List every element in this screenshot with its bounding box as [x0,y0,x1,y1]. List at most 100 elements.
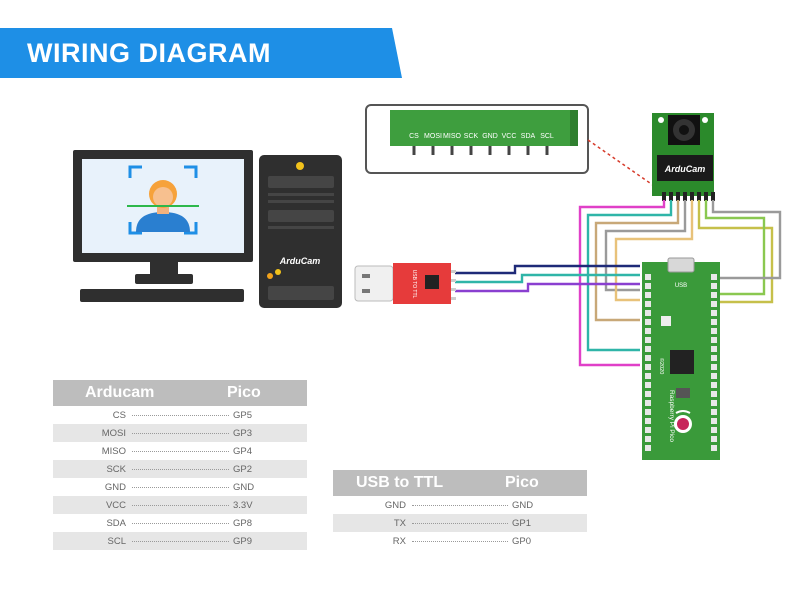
usb-ttl-label: USB TO TTL [411,270,417,299]
table-row: SDA GP8 [53,514,307,532]
wire-ttl-rx [455,282,640,293]
pico-pin-pad [711,346,717,352]
table-row: MISO GP4 [53,442,307,460]
camera-header-pin [662,192,666,201]
connector-pin-leg [431,146,435,155]
connector-pin-label-miso: MISO [443,133,461,140]
pico-pin-pad [645,445,651,451]
wire-miso [594,200,680,322]
raspberry-logo-icon [674,410,692,433]
connector-pin-leg [545,146,549,155]
table-dotted-leader [412,505,508,506]
connector-pin-leg [412,146,416,155]
camera-header-pin [683,192,687,201]
wire-bundle [455,200,782,367]
table-cell-pin: GP4 [233,445,253,457]
pc-brand-label: ArduCam [279,256,321,266]
wire-ttl-gnd [455,264,640,275]
arducam-table-header: Arducam Pico [53,380,307,406]
pico-pin-pad [711,391,717,397]
table-cell-signal: SCK [106,463,126,475]
pico-pin-pad [645,436,651,442]
pico-pin-pad [711,292,717,298]
pc-tower-icon: ArduCam [259,155,342,308]
connector-pin-leg [507,146,511,155]
raspberry-pi-pico-board: USB ©2020 Raspberry Pi Pico [642,257,720,460]
pico-pin-pad [645,319,651,325]
pico-pin-pad [645,301,651,307]
pico-pin-pad [645,364,651,370]
pico-pin-pad [645,427,651,433]
ttl-header-left: USB to TTL [356,474,444,491]
wire-vcc [697,200,774,304]
pico-pin-pad [645,346,651,352]
table-dotted-leader [132,415,229,416]
connector-pin-leg [526,146,530,155]
page-title: WIRING DIAGRAM [27,37,271,68]
table-cell-signal: MISO [101,445,126,457]
camera-header-pin [711,192,715,201]
table-cell-signal: SDA [106,517,126,529]
connector-pin-label-vcc: VCC [502,133,517,140]
pico-pin-pad [711,436,717,442]
table-dotted-leader [132,451,229,452]
table-cell-pin: GP1 [512,517,532,529]
table-cell-signal: GND [104,481,126,493]
table-cell-signal: GND [384,499,406,511]
pico-usb-label: USB [675,283,687,289]
pico-pin-pad [645,355,651,361]
table-cell-pin: GP8 [233,517,253,529]
pico-pin-pad [711,445,717,451]
arducam-header-left: Arducam [85,384,155,401]
table-row: GND GND [53,478,307,496]
pico-pin-pad [711,427,717,433]
table-cell-signal: MOSI [101,427,126,439]
connector-pin-leg [469,146,473,155]
wire-ttl-tx [455,273,640,284]
usb-ttl-adapter: USB TO TTL [354,263,456,304]
wire-gnd [614,200,694,302]
title-banner: WIRING DIAGRAM [0,28,402,78]
table-dotted-leader [412,523,508,524]
connector-pin-label-sda: SDA [521,133,536,140]
pico-pin-pad [711,382,717,388]
table-dotted-leader [132,505,229,506]
pico-board-label: Raspberry Pi Pico [668,390,675,442]
pico-pin-pad [645,328,651,334]
pico-pin-pad [711,310,717,316]
table-cell-pin: GP9 [233,535,253,547]
connector-pin-label-sck: SCK [464,133,479,140]
table-cell-signal: VCC [105,499,126,511]
pico-pin-pad [711,328,717,334]
pico-pin-pad [711,319,717,325]
pico-pin-pad [645,292,651,298]
pico-pin-pad [711,283,717,289]
pico-pin-pad [711,400,717,406]
pico-pin-pad [645,382,651,388]
pico-pin-pad [711,373,717,379]
table-dotted-leader [412,541,508,542]
table-dotted-leader [132,541,229,542]
pico-pin-pad [711,364,717,370]
camera-brand-label: ArduCam [664,164,706,174]
pico-pin-pad [711,418,717,424]
pico-pin-pad [645,391,651,397]
pico-pin-pad [645,409,651,415]
table-cell-pin: GND [233,481,255,493]
connector-pin-leg [488,146,492,155]
pico-pin-pad [711,409,717,415]
keyboard-icon [80,289,244,302]
arducam-header-right: Pico [227,384,261,401]
table-dotted-leader [132,487,229,488]
pico-pin-pad [645,310,651,316]
face-scan-icon [127,165,199,235]
pico-pin-pad [645,283,651,289]
